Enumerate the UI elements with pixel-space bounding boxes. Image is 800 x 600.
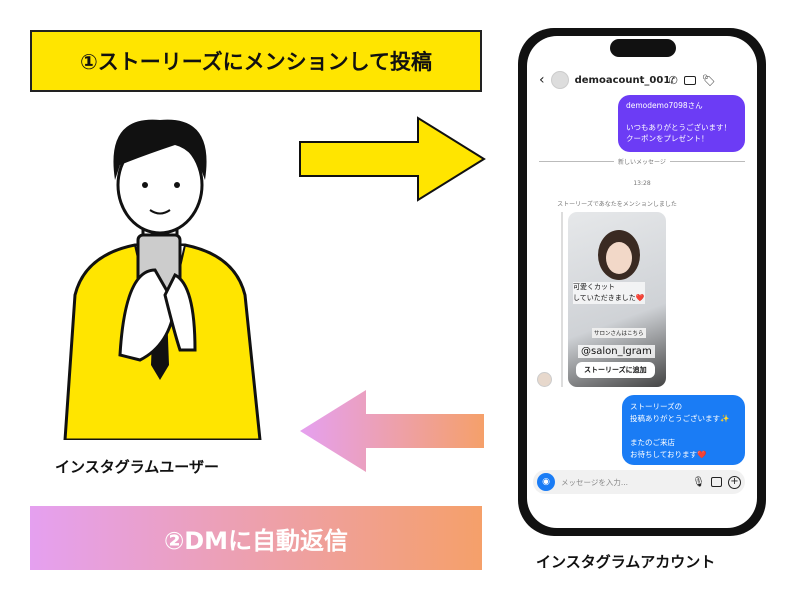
phone-call-icon[interactable]: ✆: [668, 73, 678, 87]
story-photo-face: [606, 242, 632, 274]
reply-bar: [561, 212, 563, 387]
new-messages-divider: 新しいメッセージ: [614, 159, 670, 166]
add-to-story-button[interactable]: ストーリーズに追加: [576, 362, 655, 378]
phone-screen: ‹ demoacount_001 ✆ 🏷 demodemo7098さん いつもあ…: [527, 36, 757, 528]
timestamp: 13:28: [633, 180, 651, 187]
video-call-icon[interactable]: [683, 75, 696, 85]
camera-icon[interactable]: ◉: [537, 473, 555, 491]
right-arrow: [299, 116, 486, 202]
step2-banner: ②DMに自動返信: [30, 506, 482, 570]
mention-note: ストーリーズであなたをメンションしました: [557, 201, 677, 208]
story-preview[interactable]: 可愛くカット していただきました❤️ サロンさんはこちら @salon_lgra…: [568, 212, 666, 387]
salon-label: サロンさんはこちら: [592, 328, 646, 338]
tag-icon[interactable]: 🏷: [701, 73, 716, 87]
user-label: インスタグラムユーザー: [55, 458, 219, 476]
avatar[interactable]: [550, 71, 569, 89]
dm-header: ‹ demoacount_001 ✆ 🏷: [527, 68, 757, 92]
message-input[interactable]: メッセージを入力...: [561, 477, 629, 487]
microphone-icon[interactable]: 🎙: [692, 476, 705, 488]
story-caption: 可愛くカット していただきました❤️: [573, 282, 645, 304]
sender-avatar: [537, 372, 552, 387]
left-arrow: [300, 390, 484, 472]
salon-handle: @salon_lgram: [578, 345, 655, 358]
back-icon[interactable]: ‹: [539, 72, 545, 88]
step1-banner: ①ストーリーズにメンションして投稿: [30, 30, 482, 92]
reply-message: ストーリーズの 投稿ありがとうございます✨ またのご来店 お待ちしております❤️: [622, 395, 745, 465]
dynamic-island: [610, 39, 676, 57]
plus-icon[interactable]: +: [728, 475, 741, 489]
user-illustration: [63, 119, 262, 440]
gallery-icon[interactable]: [711, 477, 722, 487]
sent-message: demodemo7098さん いつもありがとうございます！ クーポンをプレゼント…: [618, 95, 745, 152]
account-label: インスタグラムアカウント: [536, 553, 716, 571]
message-input-bar: ◉ メッセージを入力... 🎙 +: [533, 470, 745, 494]
username[interactable]: demoacount_001: [574, 74, 671, 86]
